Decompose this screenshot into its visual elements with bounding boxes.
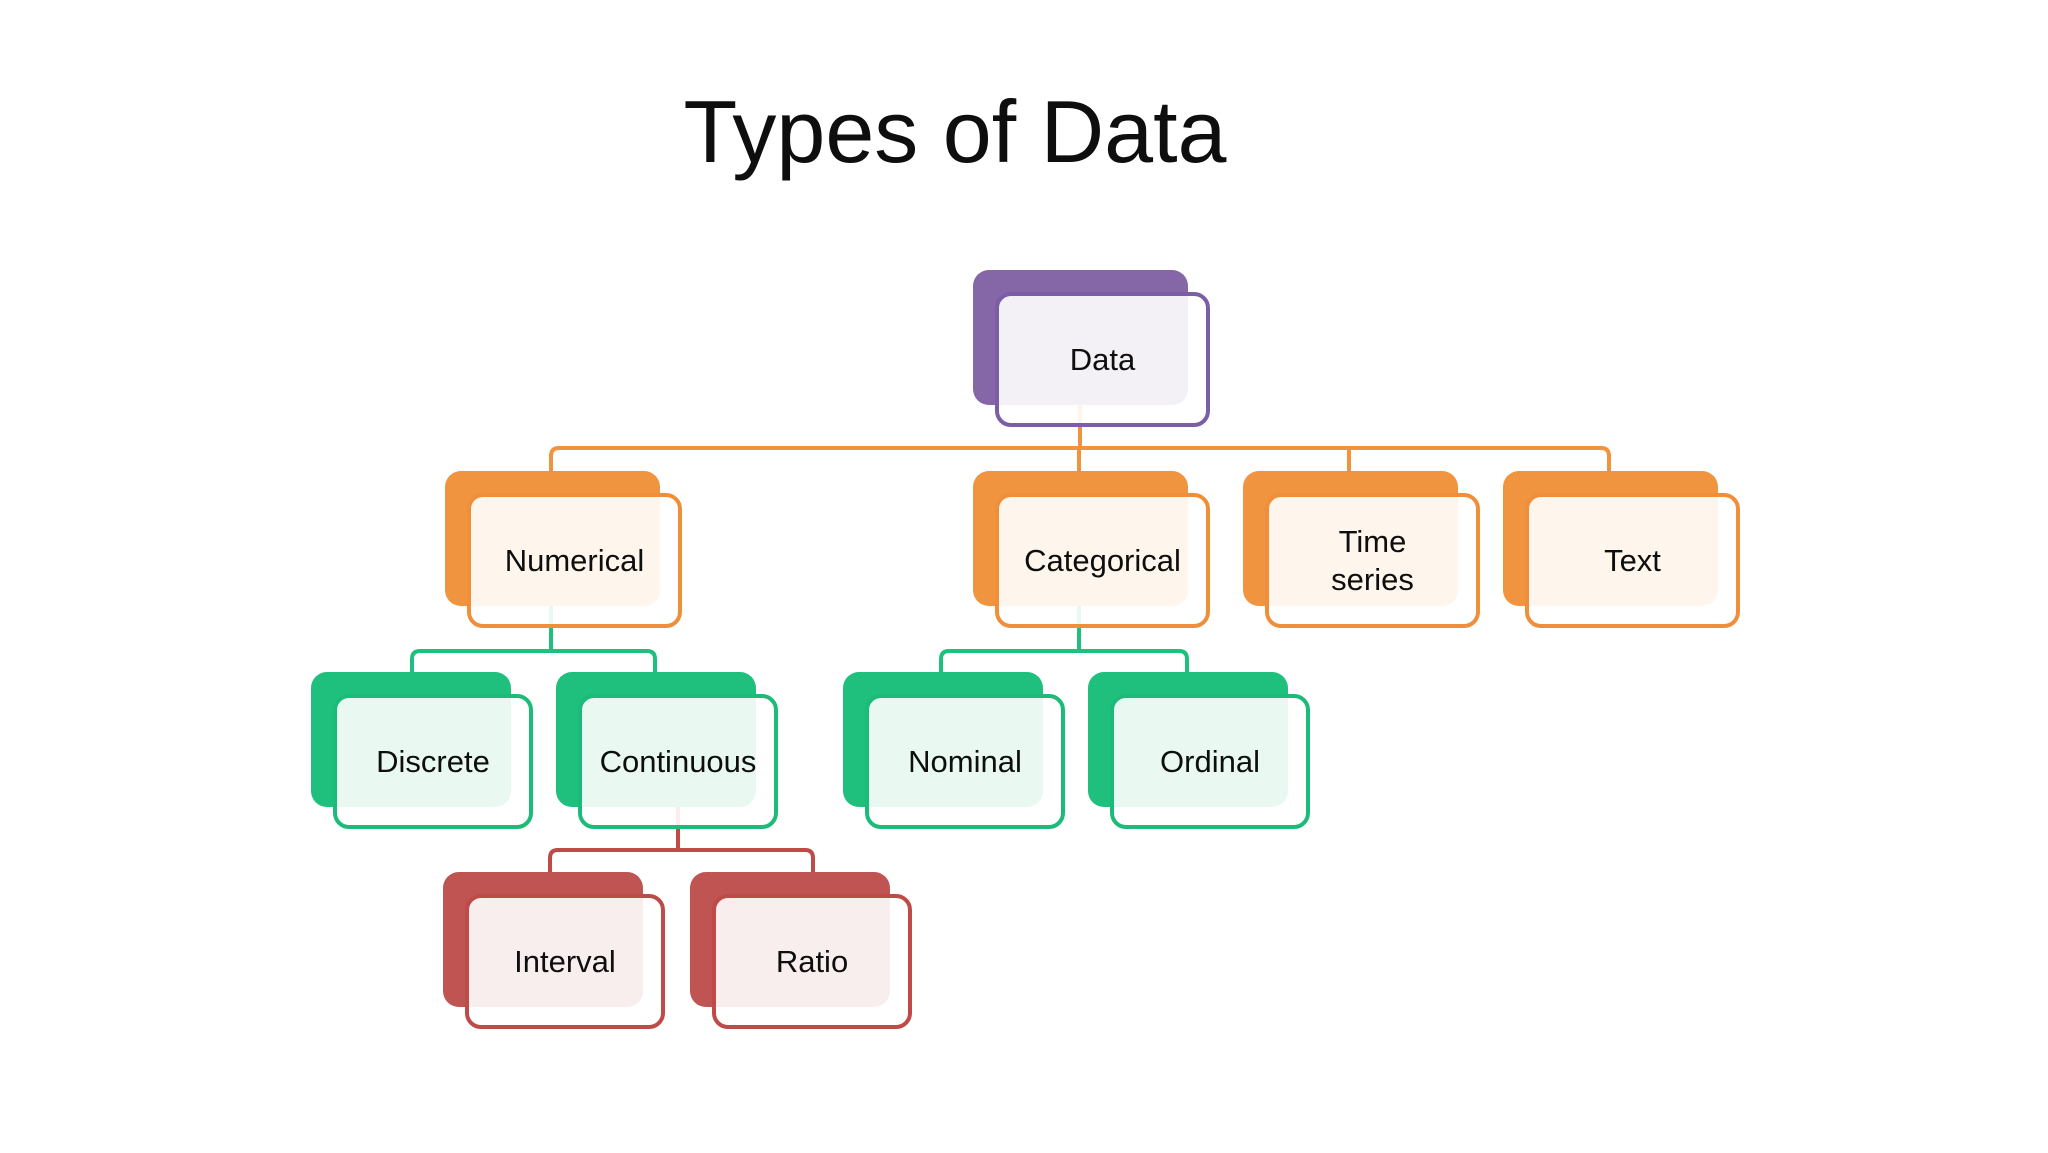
node-nominal-label: Nominal	[908, 743, 1022, 779]
node-timeseries-label: Time series	[1331, 524, 1414, 597]
node-continuous-label: Continuous	[599, 743, 757, 779]
node-timeseries-front-card: Time series	[1265, 493, 1480, 628]
node-ordinal-label: Ordinal	[1160, 743, 1260, 779]
node-discrete-front-card: Discrete	[333, 694, 533, 829]
node-categorical-front-card: Categorical	[995, 493, 1210, 628]
node-nominal-front-card: Nominal	[865, 694, 1065, 829]
node-categorical-label: Categorical	[1024, 542, 1181, 578]
node-discrete-label: Discrete	[376, 743, 490, 779]
page-title: Types of Data	[683, 82, 1227, 181]
node-data-label: Data	[1069, 341, 1136, 377]
node-interval-label: Interval	[514, 943, 616, 979]
node-ratio-front-card: Ratio	[712, 894, 912, 1029]
connector-categorical-bar	[939, 649, 1189, 684]
node-text-label: Text	[1604, 542, 1661, 578]
connector-numerical-bar	[410, 649, 657, 684]
node-numerical-label: Numerical	[504, 542, 645, 578]
node-ratio-label: Ratio	[775, 943, 849, 979]
connector-continuous-bar	[548, 848, 815, 884]
node-interval-front-card: Interval	[465, 894, 665, 1029]
node-data-front-card: Data	[995, 292, 1210, 427]
node-text-front-card: Text	[1525, 493, 1740, 628]
node-ordinal-front-card: Ordinal	[1110, 694, 1310, 829]
node-continuous-front-card: Continuous	[578, 694, 778, 829]
node-numerical-front-card: Numerical	[467, 493, 682, 628]
